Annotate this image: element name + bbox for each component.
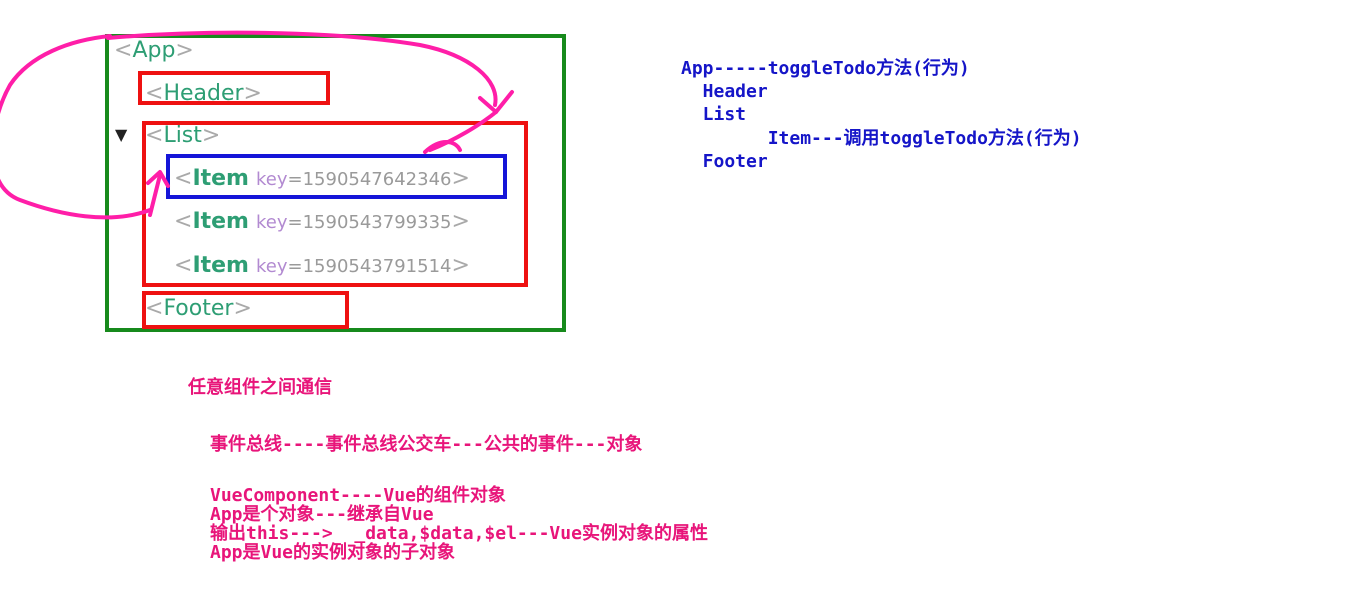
attr-key-value: 1590543799335 — [302, 212, 452, 233]
tree-node-header[interactable]: <Header> — [145, 81, 262, 107]
attr-key-value: 1590547642346 — [302, 169, 452, 190]
vue-note-line: VueComponent----Vue的组件对象 — [210, 485, 506, 506]
event-bus-note: 事件总线----事件总线公交车---公共的事件---对象 — [210, 434, 643, 455]
tag-open-bracket: < — [145, 296, 164, 321]
tag-name-footer: Footer — [163, 296, 234, 321]
structure-note-line: Footer — [681, 151, 768, 172]
tree-node-footer[interactable]: <Footer> — [145, 296, 252, 322]
attr-equals: = — [287, 169, 303, 190]
structure-note-line: Item---调用toggleTodo方法(行为) — [681, 128, 1082, 149]
footer-component-box — [142, 291, 349, 329]
tree-node-app[interactable]: <App> — [114, 38, 194, 64]
tree-node-item[interactable]: <Item key=1590543791514> — [174, 253, 470, 280]
tag-name-app: App — [132, 38, 176, 63]
tag-name-item: Item — [192, 253, 249, 278]
tag-open-bracket: < — [114, 38, 133, 63]
structure-note-line: App-----toggleTodo方法(行为) — [681, 58, 970, 79]
attr-key-name: key — [255, 256, 288, 277]
tag-close-bracket: > — [175, 38, 194, 63]
attr-key-name: key — [255, 212, 288, 233]
attr-equals: = — [287, 212, 303, 233]
tag-close-bracket: > — [451, 166, 470, 191]
attr-key-name: key — [255, 169, 288, 190]
vue-note-line: 输出this---> _data,$data,$el---Vue实例对象的属性 — [210, 523, 708, 544]
attr-equals: = — [287, 256, 303, 277]
vue-note-line: App是Vue的实例对象的子对象 — [210, 542, 456, 563]
attr-key-value: 1590543791514 — [302, 256, 452, 277]
tag-open-bracket: < — [174, 166, 193, 191]
tag-open-bracket: < — [145, 123, 164, 148]
expand-caret-icon[interactable]: ▼ — [115, 125, 128, 144]
tag-close-bracket: > — [451, 253, 470, 278]
tag-close-bracket: > — [451, 209, 470, 234]
tag-open-bracket: < — [145, 81, 164, 106]
communication-title: 任意组件之间通信 — [188, 377, 332, 398]
tree-node-item[interactable]: <Item key=1590543799335> — [174, 209, 470, 236]
tag-close-bracket: > — [201, 123, 221, 148]
tag-name-header: Header — [163, 81, 244, 106]
tree-node-list[interactable]: <List> — [145, 123, 220, 149]
tag-open-bracket: < — [174, 253, 193, 278]
tag-name-list: List — [163, 123, 202, 148]
tag-name-item: Item — [192, 209, 249, 234]
vue-note-line: App是个对象---继承自Vue — [210, 504, 434, 525]
tree-node-item[interactable]: <Item key=1590547642346> — [174, 166, 470, 193]
tag-close-bracket: > — [233, 296, 252, 321]
tag-close-bracket: > — [243, 81, 262, 106]
tag-open-bracket: < — [174, 209, 193, 234]
structure-note-line: Header — [681, 81, 768, 102]
tag-name-item: Item — [192, 166, 249, 191]
structure-note-line: List — [681, 104, 747, 125]
